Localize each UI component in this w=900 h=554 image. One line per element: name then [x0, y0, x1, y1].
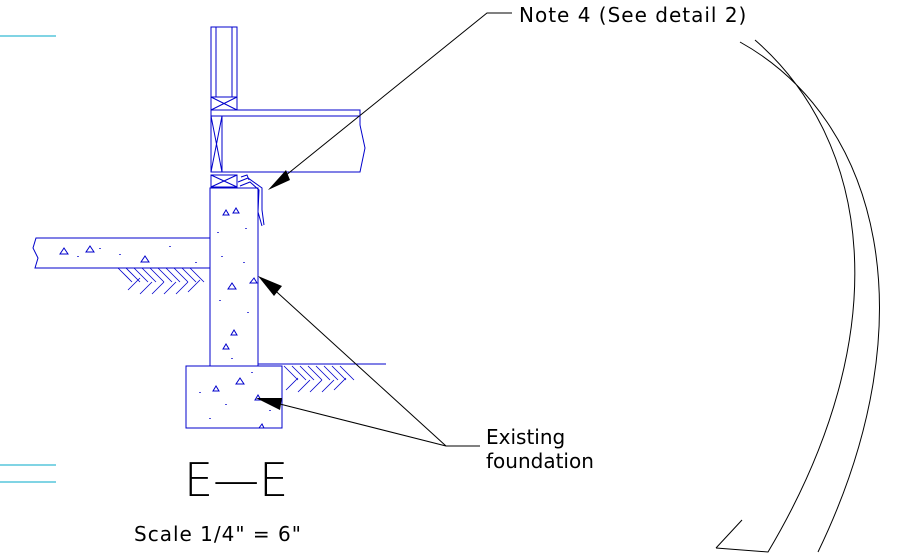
- footing: [185, 365, 283, 429]
- rim-joist: [210, 115, 223, 173]
- sill-plate: [210, 174, 238, 188]
- note-arrowhead: [268, 170, 290, 190]
- wall-stud: [210, 26, 238, 98]
- structure: [32, 26, 386, 429]
- foundation-arrowhead-2: [256, 398, 282, 410]
- note-label: Note 4 (See detail 2): [519, 3, 747, 27]
- foundation-arrowhead-1: [258, 276, 282, 296]
- earth-hatch-slab: [117, 267, 205, 295]
- concrete-hatch: [59, 207, 265, 429]
- section-mark: E—E: [184, 453, 288, 507]
- foundation-leader-2: [263, 399, 447, 447]
- foundation-label: foundation: [486, 449, 594, 473]
- foundation-leader-1: [267, 283, 447, 447]
- slab: [32, 237, 210, 269]
- foundation-wall: [209, 187, 259, 367]
- reference-lines: [0, 35, 56, 483]
- leaders: [263, 12, 880, 553]
- note-leader: [279, 12, 512, 181]
- existing-label: Existing: [486, 425, 565, 449]
- floor-joist: [210, 109, 366, 173]
- scale-label: Scale 1/4" = 6": [134, 522, 302, 546]
- arrowheads: [256, 170, 290, 410]
- earth-hatch-footing: [283, 365, 355, 393]
- anchor-strap: [237, 177, 265, 227]
- section-arrow: [715, 39, 880, 553]
- concrete-dots: [77, 228, 271, 419]
